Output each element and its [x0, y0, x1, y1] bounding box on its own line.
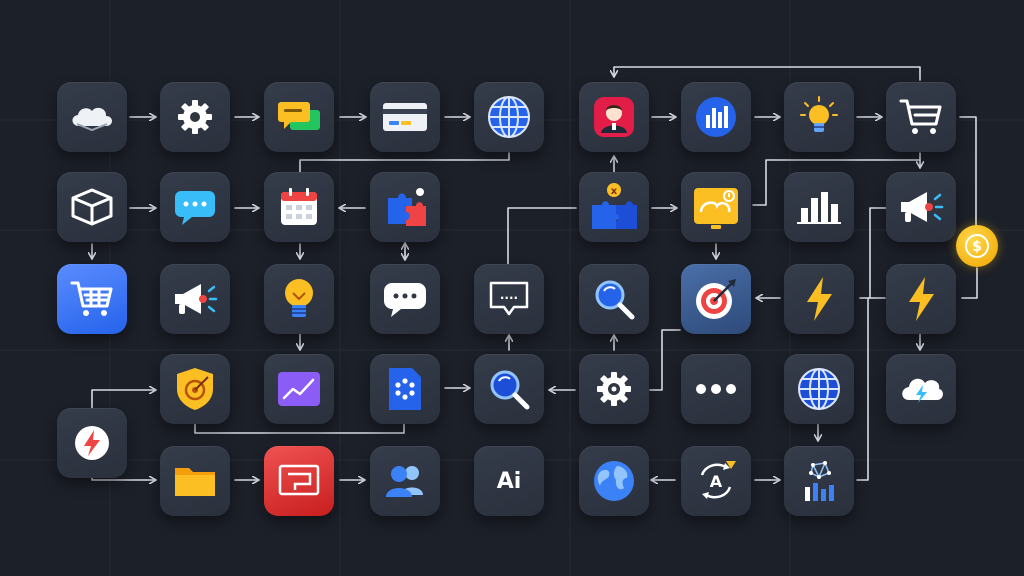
- insight-node[interactable]: [264, 264, 334, 334]
- network-chart-icon: [805, 461, 834, 501]
- security-node[interactable]: [160, 354, 230, 424]
- magnifier-icon: [595, 280, 635, 320]
- world-node[interactable]: [579, 446, 649, 516]
- more-dots-icon: [696, 384, 736, 394]
- settings-node[interactable]: [160, 82, 230, 152]
- svg-text:x: x: [611, 186, 618, 197]
- package-node[interactable]: [57, 172, 127, 242]
- idea-board-node[interactable]: [681, 172, 751, 242]
- megaphone-icon: [901, 192, 944, 222]
- cloud-stack-node[interactable]: [57, 82, 127, 152]
- puzzle-connect-icon: x: [592, 183, 637, 229]
- bar-chart-icon: [696, 97, 736, 137]
- document-sync-icon: [389, 368, 421, 410]
- feedback-node[interactable]: ....: [474, 264, 544, 334]
- target-icon: [696, 279, 736, 319]
- energy-node[interactable]: [886, 264, 956, 334]
- more-node[interactable]: [681, 354, 751, 424]
- translate-cycle-icon: A: [700, 461, 736, 499]
- bar-graph-icon: [797, 192, 841, 224]
- chat-bubbles-icon: [278, 102, 320, 130]
- speech-bubble-icon: [384, 283, 426, 317]
- idea-board-icon: [694, 188, 738, 229]
- gear-icon: [178, 100, 212, 134]
- svg-text:A: A: [710, 472, 723, 491]
- shopping-cart-node[interactable]: [886, 82, 956, 152]
- user-avatar-icon: [594, 97, 634, 137]
- cloud-icon: [72, 107, 112, 132]
- users-icon: [386, 466, 423, 497]
- folder-icon: [175, 468, 215, 496]
- chat-node[interactable]: [264, 82, 334, 152]
- globe-icon: [798, 368, 840, 410]
- shop-node[interactable]: [57, 264, 127, 334]
- credit-card-icon: [383, 103, 427, 131]
- box-icon: [71, 188, 113, 226]
- calendar-icon: [281, 188, 317, 225]
- payment-card-node[interactable]: [370, 82, 440, 152]
- data-network-node[interactable]: [784, 446, 854, 516]
- cloud-lightning-icon: [902, 378, 943, 403]
- trend-node[interactable]: [264, 354, 334, 424]
- globe-icon: [488, 96, 530, 138]
- megaphone-icon: [175, 284, 218, 314]
- ai-node[interactable]: Ai: [474, 446, 544, 516]
- power-node[interactable]: [784, 264, 854, 334]
- report-node[interactable]: [784, 172, 854, 242]
- team-node[interactable]: [370, 446, 440, 516]
- lightning-icon: [909, 277, 934, 321]
- presentation-node[interactable]: [264, 446, 334, 516]
- magnifier-icon: [490, 370, 530, 410]
- global-node[interactable]: [784, 354, 854, 424]
- files-node[interactable]: [160, 446, 230, 516]
- ai-label: Ai: [496, 468, 522, 494]
- find-node[interactable]: [474, 354, 544, 424]
- translate-node[interactable]: A: [681, 446, 751, 516]
- sync-doc-node[interactable]: [370, 354, 440, 424]
- lightbulb-icon: [800, 96, 838, 132]
- svg-text:....: ....: [500, 288, 518, 302]
- speech-bubble-icon: [175, 191, 215, 225]
- broadcast-node[interactable]: [886, 172, 956, 242]
- alert-node[interactable]: [57, 408, 127, 478]
- announce-node[interactable]: [160, 264, 230, 334]
- line-chart-icon: [278, 372, 320, 406]
- user-profile-node[interactable]: [579, 82, 649, 152]
- search-node[interactable]: [579, 264, 649, 334]
- config-node[interactable]: [579, 354, 649, 424]
- goal-node[interactable]: [681, 264, 751, 334]
- shield-target-icon: [177, 368, 213, 410]
- message-node[interactable]: [160, 172, 230, 242]
- earth-icon: [594, 461, 634, 501]
- flash-badge-icon: [75, 426, 109, 460]
- connect-node[interactable]: x: [579, 172, 649, 242]
- web-node[interactable]: [474, 82, 544, 152]
- coin-icon[interactable]: $: [956, 225, 998, 267]
- puzzle-icon: [388, 188, 426, 226]
- calendar-node[interactable]: [264, 172, 334, 242]
- gear-icon: [597, 372, 631, 406]
- shopping-cart-icon: [70, 281, 113, 316]
- integration-node[interactable]: [370, 172, 440, 242]
- message-outline-icon: ....: [489, 281, 529, 316]
- lightbulb-icon: [285, 279, 313, 317]
- analytics-node[interactable]: [681, 82, 751, 152]
- svg-text:$: $: [972, 239, 982, 255]
- idea-node[interactable]: [784, 82, 854, 152]
- dollar-coin-icon: $: [965, 234, 989, 258]
- cloud-power-node[interactable]: [886, 354, 956, 424]
- lightning-icon: [807, 277, 832, 321]
- presentation-icon: [278, 464, 320, 496]
- comment-node[interactable]: [370, 264, 440, 334]
- shopping-cart-icon: [899, 99, 942, 134]
